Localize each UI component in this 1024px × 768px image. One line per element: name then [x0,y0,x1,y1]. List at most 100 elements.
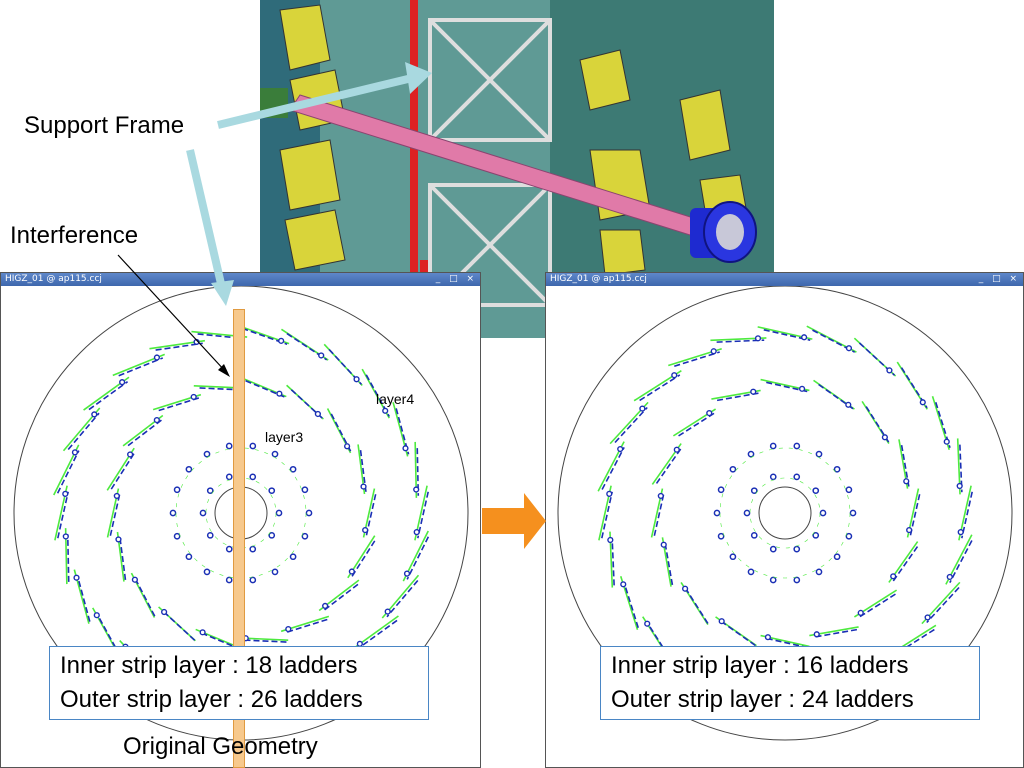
strip-readout-dot [607,536,614,544]
strip-ladder-sensor [639,374,681,402]
interference-arrow [117,254,227,373]
layer3-label: layer3 [265,429,304,445]
strip-ladder-sensor [158,397,200,412]
strip-readout-dot [657,492,664,500]
strip-readout-dot [857,609,864,616]
strip-ladder-sensor [417,491,429,539]
pixel-sensor-dot [833,553,841,561]
pixel-sensor-dot [729,553,737,561]
pixel-sensor-dot [199,509,207,517]
strip-ladder-sensor [720,620,756,647]
strip-ladder-sensor [865,406,890,443]
pixel-sensor-dot [849,509,857,517]
strip-readout-dot [362,526,369,534]
strip-readout-dot [71,449,79,456]
pixel-sensor-dot [268,487,276,495]
right-inner-strip-text: Inner strip layer : 16 ladders [611,652,909,679]
strip-ladder-sensor [56,450,80,494]
strip-ladder-sensor [674,351,720,367]
strip-readout-dot [924,614,931,621]
strip-readout-dot [62,490,69,497]
strip-ladder-sensor [351,540,376,578]
pixel-sensor-dot [249,442,257,450]
strip-readout-dot [314,410,321,418]
left-info-box: Inner strip layer : 18 ladders Outer str… [49,646,429,720]
strip-ladder-sensor [655,448,682,484]
pixel-sensor-dot [793,473,801,481]
right-window-controls[interactable]: _ □ × [978,274,1020,284]
strip-ladder-sensor [67,412,100,451]
strip-ladder-sensor [892,546,919,582]
left-window-title: HIGZ_01 @ ap115.ccj [5,274,102,284]
pixel-sensor-dot [747,450,755,458]
left-window-titlebar[interactable]: HIGZ_01 @ ap115.ccj _ □ × [1,273,480,286]
pixel-sensor-dot [815,568,823,576]
detector-render-image [260,0,774,338]
strip-ladder-sensor [678,412,715,437]
pixel-sensor-dot [225,545,233,553]
pixel-sensor-dot [289,553,297,561]
strip-readout-dot [660,541,667,548]
strip-readout-dot [906,526,913,534]
support-frame-arrowhead-1 [405,62,432,94]
outer-boundary-circle [557,286,1013,741]
strip-readout-dot [801,334,808,341]
strip-readout-dot [93,612,100,619]
support-frame-arrow-1 [217,74,413,129]
detector-render-svg [260,0,774,338]
strip-ladder-sensor [601,491,613,539]
right-info-box: Inner strip layer : 16 ladders Outer str… [600,646,980,720]
strip-readout-dot [322,602,329,610]
pixel-sensor-dot [225,576,233,584]
pixel-sensor-dot [173,532,181,540]
pixel-sensor-dot [769,576,777,584]
left-window-controls[interactable]: _ □ × [435,274,477,284]
pixel-sensor-dot [268,531,276,539]
strip-ladder-sensor [926,586,960,624]
pixel-sensor-dot [717,532,725,540]
pixel-sensor-dot [769,545,777,553]
strip-ladder-sensor [859,593,896,618]
strip-readout-dot [764,634,772,641]
strip-readout-dot [957,529,964,536]
strip-readout-dot [682,585,689,592]
pixel-sensor-dot [812,531,820,539]
pixel-sensor-dot [185,553,193,561]
interference-label: Interference [10,222,139,249]
pixel-sensor-dot [206,531,214,539]
strip-readout-dot [119,379,126,386]
strip-readout-dot [190,393,197,401]
support-frame-label: Support Frame [24,112,185,139]
strip-ladder-sensor [716,392,760,402]
pixel-sensor-dot [301,486,309,494]
pixel-layer-ring [749,477,821,549]
interference-arrowhead [218,364,230,377]
pixel-sensor-dot [793,576,801,584]
pixel-sensor-dot [812,487,820,495]
pixel-sensor-dot [225,442,233,450]
layer4-label: layer4 [376,391,415,407]
strip-readout-dot [285,625,292,633]
strip-readout-dot [620,581,627,588]
strip-ladder-sensor [323,583,359,611]
strip-ladder-sensor [110,452,135,490]
strip-readout-dot [127,451,134,458]
pixel-sensor-dot [845,532,853,540]
pixel-sensor-dot [203,450,211,458]
strip-readout-dot [886,367,893,374]
strip-readout-dot [617,445,624,453]
pixel-sensor-dot [275,509,283,517]
strip-ladder-sensor [949,540,973,584]
pixel-sensor-dot [819,509,827,517]
pixel-sensor-dot [271,450,279,458]
pixel-layer-ring [719,447,851,579]
pixel-sensor-dot [793,545,801,553]
pixel-sensor-dot [833,465,841,473]
strip-readout-dot [706,410,713,417]
strip-ladder-sensor [961,491,973,539]
strip-readout-dot [62,533,69,540]
strip-ladder-sensor [200,632,241,650]
beam-pipe-circle [758,486,812,540]
right-window-titlebar[interactable]: HIGZ_01 @ ap115.ccj _ □ × [546,273,1023,286]
